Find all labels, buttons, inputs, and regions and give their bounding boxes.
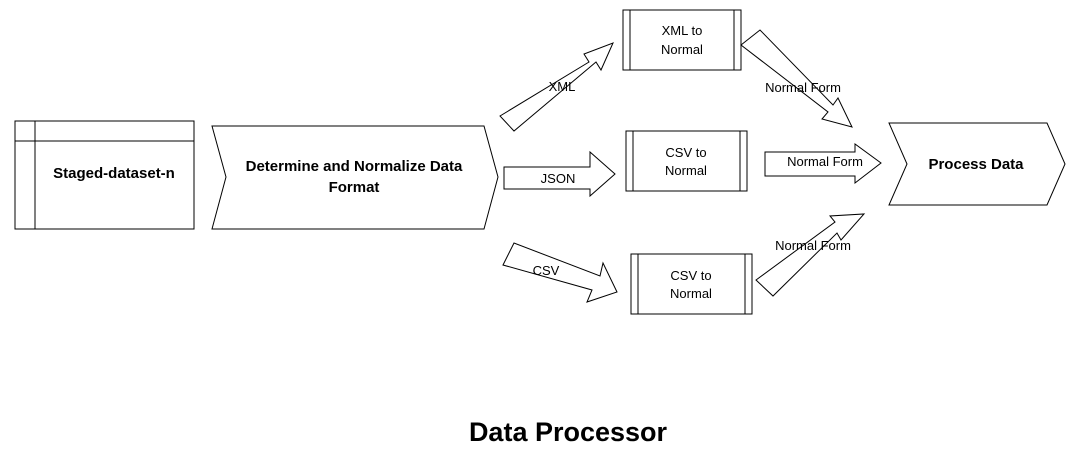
xml-to-normal-box bbox=[622, 9, 742, 71]
csv-arrow-label: CSV bbox=[533, 263, 560, 278]
normal-form-middle-arrow bbox=[764, 143, 882, 185]
csv-to-normal-bottom-box bbox=[630, 253, 753, 315]
json-arrow-label: JSON bbox=[541, 171, 576, 186]
csv-to-normal-middle-label-line1: CSV to bbox=[665, 145, 706, 160]
csv-to-normal-middle-label-line2: Normal bbox=[665, 163, 707, 178]
determine-normalize-node[interactable] bbox=[211, 125, 499, 230]
xml-to-normal-label-line1: XML to bbox=[662, 23, 703, 38]
csv-to-normal-bottom-node[interactable] bbox=[630, 253, 753, 315]
csv-arrow bbox=[502, 242, 618, 303]
normal-form-top-arrow bbox=[740, 29, 853, 128]
determine-normalize-label-line1: Determine and Normalize Data bbox=[246, 158, 463, 175]
xml-arrow-label: XML bbox=[549, 79, 576, 94]
csv-to-normal-middle-node[interactable] bbox=[625, 130, 748, 192]
xml-arrow bbox=[499, 42, 614, 132]
normal-form-middle-label: Normal Form bbox=[787, 154, 863, 169]
normal-form-bottom-label: Normal Form bbox=[775, 238, 851, 253]
csv-to-normal-bottom-label-line1: CSV to bbox=[670, 268, 711, 283]
xml-to-normal-node[interactable] bbox=[622, 9, 742, 71]
staged-dataset-box bbox=[14, 120, 195, 230]
csv-to-normal-middle-box bbox=[625, 130, 748, 192]
process-data-node[interactable] bbox=[888, 122, 1066, 206]
process-data-label: Process Data bbox=[928, 156, 1024, 173]
normal-form-bottom-arrow bbox=[755, 213, 866, 297]
csv-to-normal-bottom-label-line2: Normal bbox=[670, 286, 712, 301]
staged-dataset-label: Staged-dataset-n bbox=[53, 165, 175, 182]
normal-form-top-label: Normal Form bbox=[765, 80, 841, 95]
json-arrow bbox=[503, 150, 616, 198]
determine-normalize-label-line2: Format bbox=[329, 179, 380, 196]
staged-dataset-node[interactable] bbox=[14, 120, 195, 230]
diagram-title: Data Processor bbox=[469, 417, 668, 447]
xml-to-normal-label-line2: Normal bbox=[661, 42, 703, 57]
